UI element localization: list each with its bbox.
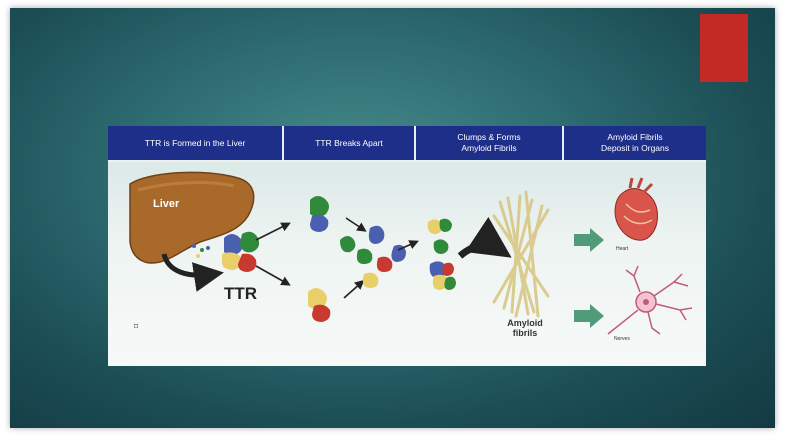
red-accent-block bbox=[700, 14, 748, 82]
ttr-dimer-bottom bbox=[308, 288, 330, 322]
figure-header: TTR is Formed in the Liver TTR Breaks Ap… bbox=[108, 126, 706, 160]
heart-organ bbox=[615, 178, 657, 240]
ttr-dimer-top bbox=[310, 196, 329, 232]
nerves-label: Nerves bbox=[614, 336, 630, 342]
split-arrow-down bbox=[256, 266, 288, 284]
liver-label: Liver bbox=[153, 198, 179, 210]
header-step-1: TTR is Formed in the Liver bbox=[108, 126, 284, 160]
figure-illustration: Liver TTR Amyloid fibrils Heart Nerves ⌑ bbox=[108, 162, 706, 366]
ttr-amyloidosis-figure: TTR is Formed in the Liver TTR Breaks Ap… bbox=[108, 126, 706, 366]
ttr-clumps bbox=[428, 219, 456, 290]
dimer-arrow-top bbox=[346, 218, 364, 230]
fibril-to-heart-arrow bbox=[574, 228, 604, 252]
header-step-3: Clumps & Forms Amyloid Fibrils bbox=[416, 126, 564, 160]
ttr-tetramer bbox=[222, 232, 259, 272]
presentation-slide: TTR is Formed in the Liver TTR Breaks Ap… bbox=[10, 8, 775, 428]
clump-to-fibril-arrow bbox=[460, 245, 500, 256]
split-arrow-up bbox=[256, 224, 288, 240]
fibril-to-nerves-arrow bbox=[574, 304, 604, 328]
dimer-arrow-bottom bbox=[344, 282, 362, 298]
amyloid-fibrils bbox=[494, 192, 548, 316]
amyloid-fibrils-label: Amyloid fibrils bbox=[503, 318, 547, 338]
header-step-4: Amyloid Fibrils Deposit in Organs bbox=[564, 126, 706, 160]
ttr-label: TTR bbox=[224, 284, 257, 304]
ttr-monomers bbox=[340, 226, 406, 288]
header-step-2: TTR Breaks Apart bbox=[284, 126, 416, 160]
nerve-cell bbox=[608, 266, 692, 334]
institution-logo: ⌑ bbox=[126, 322, 146, 331]
heart-label: Heart bbox=[616, 246, 628, 252]
